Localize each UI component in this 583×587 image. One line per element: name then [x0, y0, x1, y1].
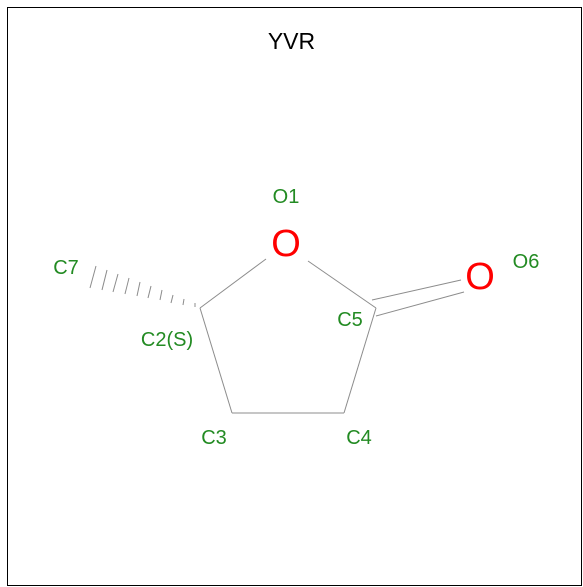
bond-layer: [89, 258, 465, 414]
atom-o1-symbol: O: [271, 223, 301, 265]
bond-c5-o6-a: [371, 279, 462, 301]
atom-label-c3: C3: [201, 427, 227, 449]
atom-layer: O O O1 O6 C7 C5 C2(S) C3 C4: [53, 186, 539, 449]
atom-o6-symbol: O: [465, 256, 495, 298]
atom-label-o1: O1: [273, 186, 300, 208]
atom-label-c2: C2(S): [141, 329, 193, 351]
atom-label-c4: C4: [346, 427, 372, 449]
bond-c2-c3: [199, 307, 233, 414]
atom-label-o6: O6: [513, 251, 540, 273]
bond-c4-c5: [343, 307, 377, 414]
atom-label-c7: C7: [53, 257, 79, 279]
hashed-wedge-c2-c7: [89, 265, 196, 307]
bond-o1-c5: [307, 260, 377, 309]
bond-o1-c2: [199, 258, 267, 309]
diagram-frame: [7, 7, 582, 586]
bond-c5-o6-b: [375, 291, 465, 317]
atom-label-c5: C5: [337, 309, 363, 331]
molecule-title: YVR: [267, 28, 316, 54]
